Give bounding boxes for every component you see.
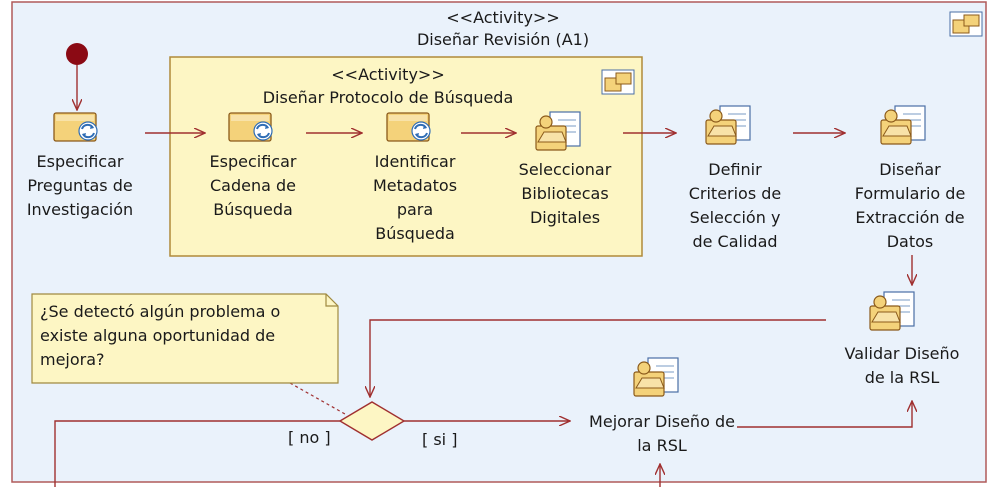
action-validar-diseno[interactable]: Validar Diseño de la RSL [844, 344, 960, 387]
inner-activity-frame [169, 56, 643, 257]
decision-node [338, 401, 406, 441]
flow-decision-no [54, 420, 340, 487]
outer-activity-title: Diseñar Revisión (A1) [416, 30, 590, 49]
outer-activity-stereotype: <<Activity>> [446, 8, 560, 27]
activity-icon-bibliotecas [535, 111, 581, 151]
action-identificar-metadatos[interactable]: Identificar Metadatos para Búsqueda [372, 152, 458, 243]
action-especificar-preguntas[interactable]: Especificar Preguntas de Investigación [26, 152, 134, 219]
action-disenar-formulario[interactable]: Diseñar Formulario de Extracción de Dato… [854, 160, 966, 251]
action-icon-preguntas [53, 112, 98, 142]
action-seleccionar-bibliotecas[interactable]: Seleccionar Bibliotecas Digitales [518, 160, 612, 227]
guard-no: [ no ] [288, 428, 331, 447]
activity-corner-icon [949, 11, 983, 37]
inner-activity-corner-icon [601, 69, 635, 95]
decision-note: ¿Se detectó algún problema o existe algu… [40, 302, 281, 369]
action-definir-criterios[interactable]: Definir Criterios de Selección y de Cali… [688, 160, 782, 251]
action-mejorar-diseno[interactable]: Mejorar Diseño de la RSL [589, 412, 735, 455]
flow-mejorar-to-validar [737, 401, 912, 428]
action-icon-cadena [228, 112, 273, 142]
action-icon-metadatos [386, 112, 431, 142]
activity-icon-mejorar [633, 357, 679, 397]
guard-si: [ si ] [422, 430, 458, 449]
action-especificar-cadena[interactable]: Especificar Cadena de Búsqueda [209, 152, 297, 219]
note-fold [325, 294, 338, 307]
note-anchor [289, 382, 346, 415]
flow-validar-to-decision [370, 319, 826, 397]
note-box [31, 293, 339, 384]
inner-activity-stereotype: <<Activity>> [331, 65, 445, 84]
activity-icon-formulario [880, 105, 926, 145]
activity-icon-criterios [705, 105, 751, 145]
inner-activity-title: Diseñar Protocolo de Búsqueda [262, 88, 514, 107]
initial-node [66, 43, 88, 65]
activity-icon-validar [869, 291, 915, 331]
